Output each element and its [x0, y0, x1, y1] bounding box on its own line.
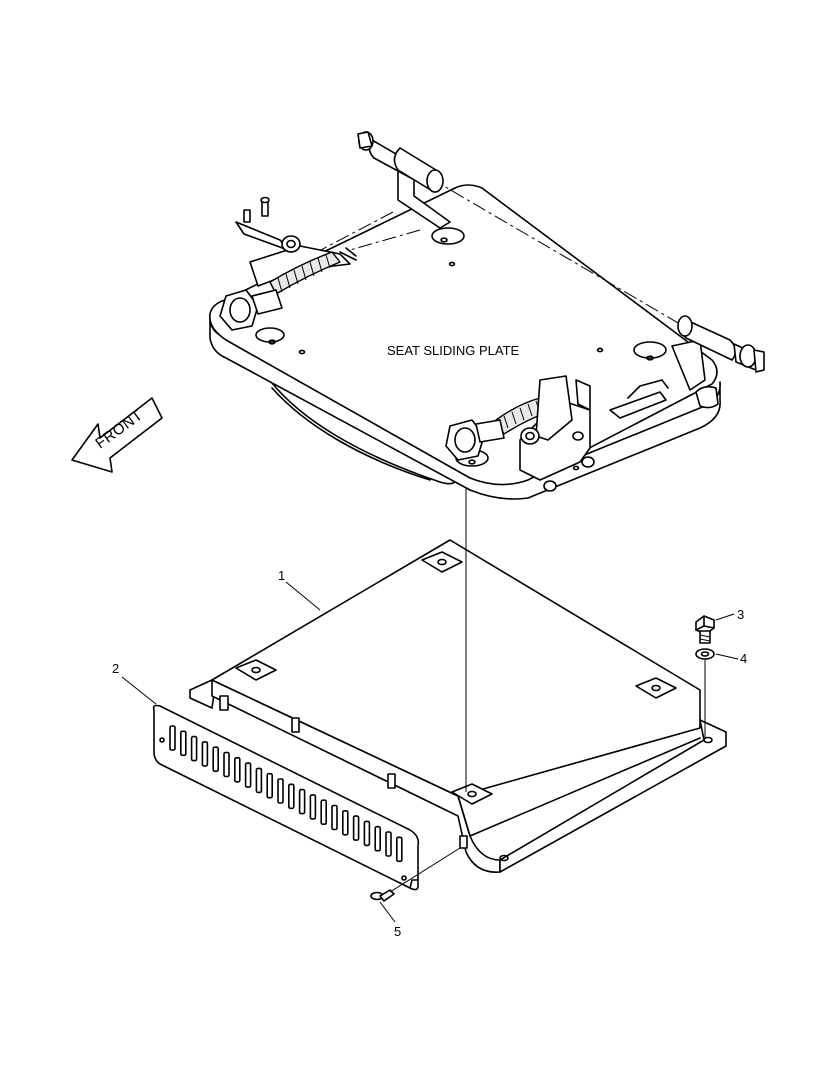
right-roller-bracket [671, 315, 765, 409]
right-lock-lever [445, 375, 669, 492]
cover-slot [320, 799, 328, 826]
cover-slot [169, 725, 176, 751]
cover-slot [244, 762, 252, 788]
base-top-surface [211, 539, 701, 797]
cover-slot [266, 772, 274, 799]
callout-1: 1 [278, 568, 321, 611]
plate-hole [633, 341, 667, 359]
cover-slot [352, 815, 360, 841]
cover-slot [223, 751, 230, 778]
washer-part-4 [695, 648, 715, 660]
front-arrow-icon [71, 397, 163, 473]
callout-number: 4 [740, 651, 747, 666]
rear-roller-bracket [357, 131, 451, 229]
callout-5: 5 [379, 901, 401, 939]
cover-slot [234, 756, 241, 783]
callout-number: 2 [112, 661, 119, 676]
cover-slots [169, 725, 403, 863]
cover-slot [201, 741, 209, 767]
cover-slot [180, 730, 187, 757]
seat-plate-label: SEAT SLIDING PLATE [387, 343, 520, 358]
cover-slot [331, 804, 338, 831]
screw-part-5 [370, 889, 395, 902]
cover-slot [277, 778, 284, 804]
plate-underside [267, 377, 457, 485]
callout-number: 5 [394, 924, 401, 939]
cover-slot [255, 767, 263, 794]
cover-slot [341, 809, 349, 836]
plate-hole [255, 327, 285, 343]
cover-slot [287, 783, 295, 810]
callout-3: 3 [715, 607, 744, 622]
callout-number: 1 [278, 568, 285, 583]
left-lock-lever [219, 196, 357, 331]
cover-slot [298, 788, 306, 815]
cover-slot [212, 746, 219, 773]
cover-slot [374, 825, 382, 852]
callout-2: 2 [112, 661, 157, 705]
cover-slot [363, 820, 371, 847]
rail-guide-line [349, 229, 421, 251]
cover-slot [190, 735, 198, 762]
seat-sliding-plate: SEAT SLIDING PLATE [209, 131, 765, 500]
slotted-cover-part-2 [152, 704, 420, 891]
cover-slot [309, 794, 317, 820]
plate-hole [431, 227, 465, 245]
cover-slot [385, 831, 392, 857]
cover-slot [395, 836, 403, 863]
callout-number: 3 [737, 607, 744, 622]
screw-center-line [389, 847, 461, 893]
rail-guide-line [297, 211, 394, 263]
callout-4: 4 [715, 651, 747, 666]
cover-panel [152, 704, 420, 891]
front-direction-arrow: FRONT [71, 397, 163, 473]
bolt-part-3 [695, 615, 715, 644]
base-plate-part-1 [189, 539, 727, 873]
